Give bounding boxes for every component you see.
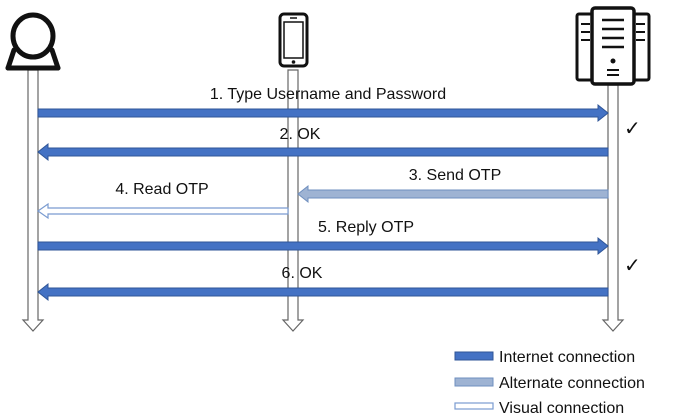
- message-5-label: 5. Reply OTP: [318, 219, 414, 236]
- message-2-label: 2. OK: [280, 126, 321, 143]
- message-1-check-icon: ✓: [624, 116, 641, 140]
- message-2: 2. OK: [37, 126, 609, 162]
- smartphone-icon: [278, 12, 309, 68]
- message-3-label: 3. Send OTP: [409, 167, 502, 184]
- message-3-arrow: [297, 184, 609, 204]
- legend-item-alternate: Alternate connection: [454, 375, 645, 392]
- lifelines: [21, 69, 625, 332]
- legend-item-visual: Visual connection: [454, 400, 624, 417]
- message-5-arrow: [37, 236, 609, 256]
- legend-swatch-visual: [454, 402, 494, 410]
- message-6: 6. OK: [37, 265, 609, 302]
- message-6-arrow: [37, 282, 609, 302]
- legend-swatch-alternate: [454, 377, 494, 387]
- message-4-label: 4. Read OTP: [115, 181, 208, 198]
- user-icon: [5, 12, 61, 71]
- message-1-label: 1. Type Username and Password: [210, 86, 446, 103]
- message-2-arrow: [37, 142, 609, 162]
- legend-label-alternate: Alternate connection: [499, 375, 645, 392]
- legend-swatch-internet: [454, 351, 494, 361]
- message-4-arrow: [36, 202, 289, 220]
- message-4: 4. Read OTP: [36, 181, 289, 220]
- legend-item-internet: Internet connection: [454, 349, 635, 366]
- server-icon: [575, 6, 651, 86]
- message-1: 1. Type Username and Password ✓: [37, 86, 641, 140]
- legend-label-internet: Internet connection: [499, 349, 635, 366]
- message-5: 5. Reply OTP ✓: [37, 219, 641, 277]
- message-3: 3. Send OTP: [297, 167, 609, 204]
- message-6-label: 6. OK: [282, 265, 323, 282]
- message-1-arrow: [37, 103, 609, 123]
- legend-label-visual: Visual connection: [499, 400, 624, 417]
- message-5-check-icon: ✓: [624, 253, 641, 277]
- server-lifeline: [601, 84, 625, 332]
- legend: Internet connection Alternate connection…: [454, 349, 645, 417]
